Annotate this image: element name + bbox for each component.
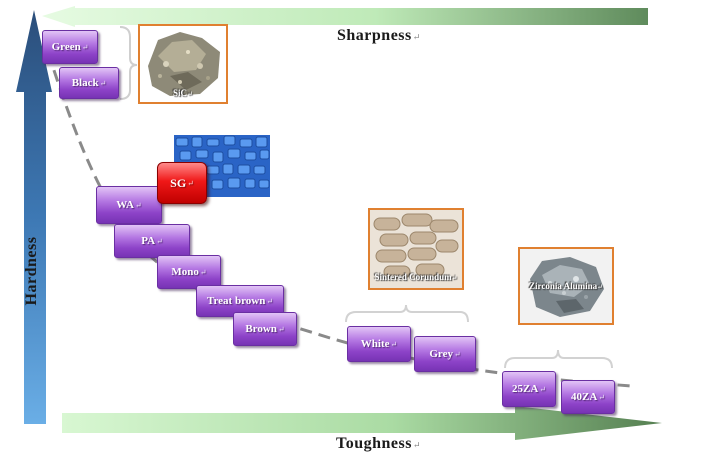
hardness-label: Hardness [23,231,41,311]
abrasive-black-label: Black [71,77,99,89]
toughness-arrow [62,406,662,440]
abrasive-40za-label: 40ZA [571,391,598,403]
paragraph-mark: ↵ [266,296,274,306]
zirconia-rock-image [520,249,612,323]
abrasive-sg: SG↵ [157,162,207,204]
paragraph-mark: ↵ [412,440,421,450]
sic-caption: SiC↵ [140,88,226,98]
abrasive-grey-label: Grey [429,348,453,360]
paragraph-mark: ↵ [99,78,107,88]
abrasive-25za-label: 25ZA [512,383,539,395]
abrasive-treat-brown-label: Treat brown [206,295,266,307]
zirconia-alumina-photo: Zirconia Alumina↵ [518,247,614,325]
zirconia-brace [504,349,613,369]
paragraph-mark: ↵ [187,178,194,188]
paragraph-mark: ↵ [187,90,193,98]
sharpness-text: Sharpness [337,27,412,44]
paragraph-mark: ↵ [598,392,605,402]
toughness-label: Toughness↵ [336,435,421,453]
sic-photo: SiC↵ [138,24,228,104]
sintered-caption: Sintered Corundum↵ [370,272,462,282]
abrasive-treat-brown: Treat brown↵ [196,285,284,317]
sic-brace [119,26,138,100]
abrasive-grey: Grey↵ [414,336,476,372]
paragraph-mark: ↵ [412,32,421,42]
paragraph-mark: ↵ [135,200,142,210]
toughness-text: Toughness [336,435,412,452]
sic-caption-text: SiC [173,88,188,98]
abrasive-sg-label: SG [170,175,187,190]
abrasive-pa-label: PA [141,235,156,247]
sharpness-arrow [42,6,648,27]
abrasive-wa-label: WA [116,199,135,211]
paragraph-mark: ↵ [453,349,461,359]
paragraph-mark: ↵ [81,42,89,52]
paragraph-mark: ↵ [597,283,603,291]
sintered-caption-text: Sintered Corundum [374,272,452,282]
zirconia-caption-text: Zirconia Alumina [529,281,598,291]
sintered-brace [345,304,469,323]
abrasive-wa: WA↵ [96,186,162,224]
abrasive-green-label: Green [51,41,81,53]
abrasive-white: White↵ [347,326,411,362]
sintered-cylinders-image [370,210,462,288]
abrasive-mono-label: Mono [171,266,199,278]
abrasive-brown-label: Brown [245,323,277,335]
paragraph-mark: ↵ [451,274,458,282]
abrasive-brown: Brown↵ [233,312,297,346]
sharpness-label: Sharpness↵ [337,27,421,45]
abrasive-40za: 40ZA↵ [561,380,615,414]
abrasive-white-label: White [360,338,390,350]
abrasive-green: Green↵ [42,30,98,64]
hardness-text: Hardness [23,236,40,306]
paragraph-mark: ↵ [156,236,163,246]
abrasive-black: Black↵ [59,67,119,99]
paragraph-mark: ↵ [277,324,285,334]
hardness-arrow [16,10,52,424]
abrasive-pa: PA↵ [114,224,190,258]
sintered-corundum-photo: Sintered Corundum↵ [368,208,464,290]
abrasive-25za: 25ZA↵ [502,371,556,407]
paragraph-mark: ↵ [199,267,207,277]
paragraph-mark: ↵ [390,339,398,349]
zirconia-caption: Zirconia Alumina↵ [520,281,612,291]
sic-rock-image [148,32,220,96]
abrasive-mono: Mono↵ [157,255,221,289]
paragraph-mark: ↵ [539,384,546,394]
